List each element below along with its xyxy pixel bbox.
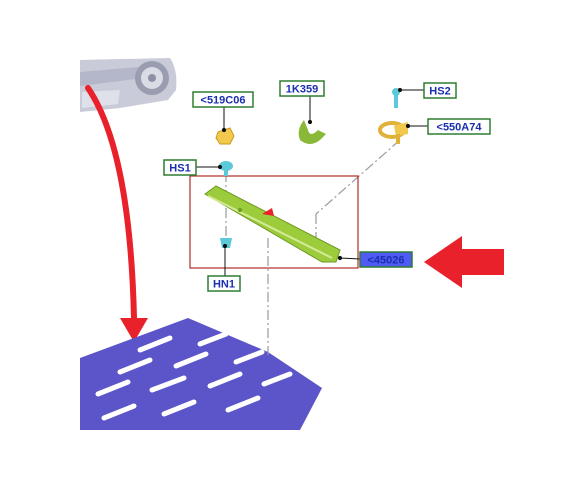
callout-label: <550A74 bbox=[437, 122, 483, 134]
leader-lines bbox=[196, 87, 428, 276]
callout-1k359[interactable]: 1K359 bbox=[279, 80, 325, 97]
hook-icon bbox=[298, 120, 326, 144]
callout-hs2[interactable]: HS2 bbox=[423, 82, 457, 99]
callout-hs1[interactable]: HS1 bbox=[163, 159, 197, 176]
hook-icon bbox=[378, 121, 408, 144]
direction-arrow-icon bbox=[424, 236, 504, 288]
callout-519c06[interactable]: <519C06 bbox=[192, 91, 254, 108]
callout-label: <45026 bbox=[367, 255, 404, 267]
detail-frame bbox=[189, 175, 359, 269]
callout-45026[interactable]: <45026 bbox=[359, 251, 413, 268]
floor-panel-icon bbox=[80, 318, 322, 430]
callout-label: HS1 bbox=[169, 163, 190, 175]
callout-label: HN1 bbox=[213, 279, 235, 291]
callout-label: <519C06 bbox=[201, 95, 246, 107]
callout-label: 1K359 bbox=[286, 84, 318, 96]
nut-icon bbox=[215, 127, 235, 145]
clip-icon bbox=[219, 161, 233, 176]
vehicle-corner-icon bbox=[80, 58, 177, 112]
callout-550a74[interactable]: <550A74 bbox=[427, 118, 491, 135]
bracket-icon bbox=[204, 185, 341, 263]
callout-label: HS2 bbox=[429, 86, 450, 98]
direction-arrow-icon bbox=[85, 85, 148, 342]
callout-hn1[interactable]: HN1 bbox=[207, 275, 241, 292]
